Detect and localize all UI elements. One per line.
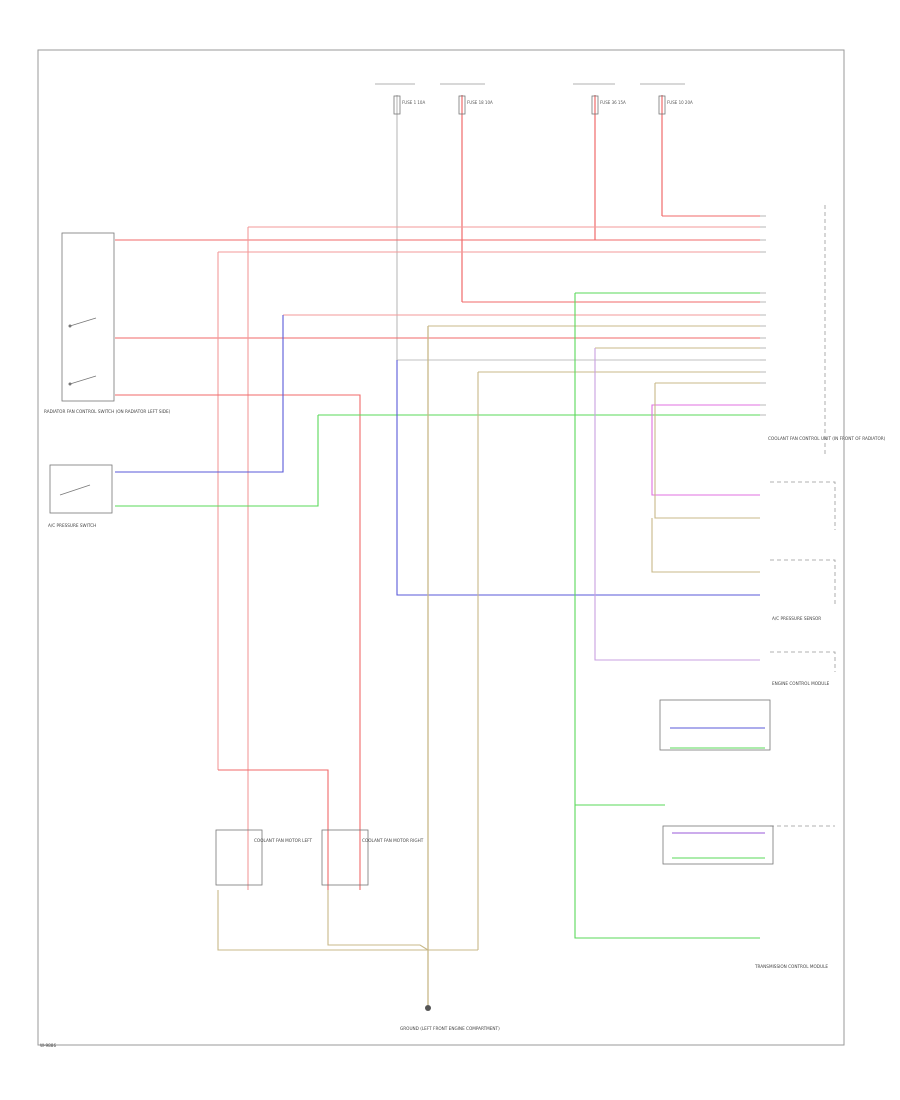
- wire-fan-loop: [218, 769, 329, 890]
- radiator-fan-switch: RADIATOR FAN CONTROL SWITCH (ON RADIATOR…: [44, 232, 171, 414]
- pressure-switch-body: [49, 464, 113, 514]
- fuse-4: FUSE 10 20A: [640, 83, 693, 115]
- sensor-edge: [770, 559, 836, 605]
- tcm-connector: TRANSMISSION CONTROL MODULE: [754, 825, 835, 969]
- fuse-2-label: FUSE 18 10A: [467, 100, 493, 105]
- fan-motor-left-label: COOLANT FAN MOTOR LEFT: [254, 838, 313, 843]
- switch-blade-1: [69, 317, 97, 327]
- radiator-switch-body: [61, 232, 115, 402]
- fuse-block: FUSE 1 10A FUSE 18 10A FUSE 36 15A FUSE …: [375, 83, 693, 115]
- fan-motor-left-body: [215, 829, 263, 886]
- wire-ps-green: [115, 415, 319, 507]
- switch-drops: [115, 227, 760, 890]
- wire-green-tcm: [574, 293, 760, 939]
- radiator-switch-label: RADIATOR FAN CONTROL SWITCH (ON RADIATOR…: [44, 409, 171, 414]
- fan-control-unit-connector: COOLANT FAN CONTROL UNIT (IN FRONT OF RA…: [768, 205, 886, 455]
- tcm-label: TRANSMISSION CONTROL MODULE: [754, 964, 828, 969]
- ground-dot: [425, 1005, 431, 1011]
- tcm-box: [662, 825, 774, 865]
- fan-motor-right-body: [321, 829, 369, 886]
- fcu-label: COOLANT FAN CONTROL UNIT (IN FRONT OF RA…: [768, 436, 886, 441]
- fan-motor-left-assembly: COOLANT FAN MOTOR LEFT: [215, 829, 313, 886]
- production-box: [659, 699, 771, 751]
- fuse-3: FUSE 36 15A: [573, 83, 626, 115]
- fan-motor-right-assembly: COOLANT FAN MOTOR RIGHT: [321, 829, 424, 886]
- ac-pressure-sensor-label: A/C PRESSURE SENSOR: [772, 616, 821, 621]
- fuse-3-label: FUSE 36 15A: [600, 100, 626, 105]
- wire-ground-bus: [217, 890, 478, 951]
- ecm-edge: [770, 651, 836, 672]
- fuse-1: FUSE 1 10A: [375, 83, 425, 115]
- ground-label: GROUND (LEFT FRONT ENGINE COMPARTMENT): [400, 1026, 500, 1031]
- wire-magenta: [651, 404, 760, 496]
- wire-tan-cluster: [654, 383, 760, 519]
- connector-pins: [760, 215, 766, 416]
- cluster-edge: [770, 481, 836, 530]
- wire-ps-blue: [115, 315, 284, 473]
- wire-tan-cluster2: [651, 518, 760, 573]
- wire-lavender: [594, 348, 760, 661]
- figure-id: W-9886: [40, 1043, 56, 1048]
- ground-symbol: GROUND (LEFT FRONT ENGINE COMPARTMENT): [400, 1005, 500, 1031]
- ac-pressure-switch: A/C PRESSURE SWITCH: [48, 464, 113, 528]
- fan-motor-right-label: COOLANT FAN MOTOR RIGHT: [362, 838, 424, 843]
- ecm-label: ENGINE CONTROL MODULE: [772, 681, 830, 686]
- wire-ground-bus-2: [327, 890, 429, 951]
- cluster-connector: [770, 481, 836, 530]
- wire-sensor-blue: [396, 360, 760, 596]
- pressure-switch-label: A/C PRESSURE SWITCH: [48, 523, 96, 528]
- fuse-2: FUSE 18 10A: [440, 83, 493, 115]
- switch-blade-2: [69, 375, 97, 385]
- ecm-connector: ENGINE CONTROL MODULE: [770, 651, 836, 686]
- diagram-frame: [37, 49, 845, 1046]
- ac-pressure-sensor: A/C PRESSURE SENSOR: [770, 559, 836, 621]
- wire-drop-c: [115, 394, 361, 890]
- bus-wires: [115, 215, 760, 384]
- fuse-4-label: FUSE 10 20A: [667, 100, 693, 105]
- fuse-1-label: FUSE 1 10A: [402, 100, 425, 105]
